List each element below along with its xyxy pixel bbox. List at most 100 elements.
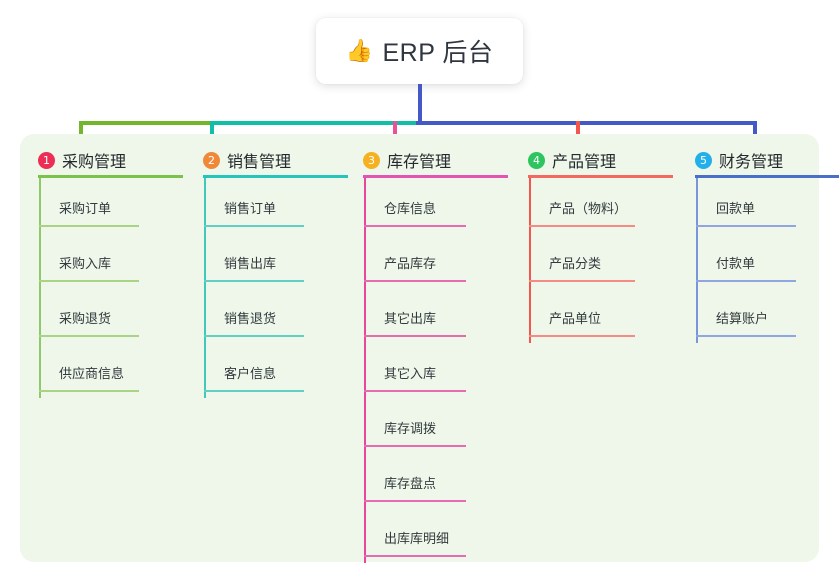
branch-item-label: 采购订单 xyxy=(59,201,112,216)
branch-index-badge: 2 xyxy=(203,151,220,169)
branch-item[interactable]: 产品分类 xyxy=(528,229,688,284)
branch-bar-blue xyxy=(416,121,757,125)
branch-header[interactable]: 1 采购管理 xyxy=(38,134,198,178)
branch-item-label: 产品（物料） xyxy=(549,201,628,216)
branch-title: 库存管理 xyxy=(387,154,452,171)
branch-item-underline xyxy=(696,225,796,227)
root-node-title: 👍 ERP 后台 xyxy=(346,33,494,69)
branch-item[interactable]: 仓库信息 xyxy=(363,174,523,229)
branch-item-underline xyxy=(529,280,635,282)
branch-item-underline xyxy=(39,280,139,282)
branch-underline xyxy=(363,175,508,178)
branch-item-label: 产品分类 xyxy=(549,256,602,271)
branch-item[interactable]: 采购入库 xyxy=(38,229,198,284)
branch-index-badge: 5 xyxy=(695,151,712,169)
branch-item[interactable]: 产品单位 xyxy=(528,284,688,339)
branch-item-underline xyxy=(364,445,466,447)
branch-item[interactable]: 产品库存 xyxy=(363,229,523,284)
branch-column: 5 财务管理回款单付款单结算账户 xyxy=(695,134,839,343)
branch-item-list: 回款单付款单结算账户 xyxy=(695,174,839,339)
branch-item-underline xyxy=(696,280,796,282)
branch-title: 财务管理 xyxy=(719,154,784,171)
branch-item-list: 销售订单销售出库销售退货客户信息 xyxy=(203,174,363,394)
branch-index-badge: 3 xyxy=(363,151,380,169)
branch-item-underline xyxy=(364,280,466,282)
root-node[interactable]: 👍 ERP 后台 xyxy=(316,18,523,84)
branch-bar-teal xyxy=(210,121,420,125)
branch-item-label: 销售订单 xyxy=(224,201,277,216)
branch-spine xyxy=(204,178,206,398)
branch-item-label: 产品单位 xyxy=(549,311,602,326)
branch-item[interactable]: 其它出库 xyxy=(363,284,523,339)
mindmap-panel: 1 采购管理采购订单采购入库采购退货供应商信息 2 销售管理销售订单销售出库销售退货客… xyxy=(20,134,839,563)
branch-item-list: 仓库信息产品库存其它出库其它入库库存调拨库存盘点出库库明细 xyxy=(363,174,523,559)
branch-index-badge: 4 xyxy=(528,151,545,169)
branch-title: 销售管理 xyxy=(227,154,292,171)
branch-header[interactable]: 2 销售管理 xyxy=(203,134,363,178)
branch-item-underline xyxy=(364,335,466,337)
branch-item-label: 回款单 xyxy=(716,201,756,216)
branch-item-label: 采购入库 xyxy=(59,256,112,271)
branch-underline xyxy=(528,175,673,178)
branch-item-underline xyxy=(204,390,304,392)
branch-column: 3 库存管理仓库信息产品库存其它出库其它入库库存调拨库存盘点出库库明细 xyxy=(363,134,523,563)
branch-item[interactable]: 产品（物料） xyxy=(528,174,688,229)
branch-header[interactable]: 5 财务管理 xyxy=(695,134,839,178)
branch-item[interactable]: 供应商信息 xyxy=(38,339,198,394)
thumbs-up-icon: 👍 xyxy=(345,38,374,63)
branch-item-label: 库存调拨 xyxy=(384,421,437,436)
branch-item-label: 其它入库 xyxy=(384,366,437,381)
branch-spine xyxy=(529,178,531,343)
branch-item-label: 结算账户 xyxy=(716,311,769,326)
branch-item-underline xyxy=(39,335,139,337)
branch-item-list: 采购订单采购入库采购退货供应商信息 xyxy=(38,174,198,394)
branch-item-label: 客户信息 xyxy=(224,366,277,381)
branch-item[interactable]: 客户信息 xyxy=(203,339,363,394)
branch-index-badge: 1 xyxy=(38,151,55,169)
branch-item[interactable]: 采购退货 xyxy=(38,284,198,339)
branch-item-underline xyxy=(204,225,304,227)
branch-item[interactable]: 其它入库 xyxy=(363,339,523,394)
branch-item-underline xyxy=(364,225,466,227)
branch-bar-green xyxy=(79,121,214,125)
branch-item-label: 出库库明细 xyxy=(384,531,450,546)
branch-item-underline xyxy=(204,335,304,337)
branch-item[interactable]: 付款单 xyxy=(695,229,839,284)
root-node-label: ERP 后台 xyxy=(382,39,494,67)
branch-item-underline xyxy=(39,390,139,392)
branch-item-underline xyxy=(364,555,466,557)
branch-item-label: 产品库存 xyxy=(384,256,437,271)
branch-item-list: 产品（物料） 产品分类产品单位 xyxy=(528,174,688,339)
branch-item[interactable]: 出库库明细 xyxy=(363,504,523,559)
branch-column: 1 采购管理采购订单采购入库采购退货供应商信息 xyxy=(38,134,198,398)
branch-item-label: 库存盘点 xyxy=(384,476,437,491)
branch-item[interactable]: 库存调拨 xyxy=(363,394,523,449)
branch-item[interactable]: 库存盘点 xyxy=(363,449,523,504)
branch-item[interactable]: 回款单 xyxy=(695,174,839,229)
branch-item-underline xyxy=(529,335,635,337)
branch-item[interactable]: 销售出库 xyxy=(203,229,363,284)
branch-item-label: 销售退货 xyxy=(224,311,277,326)
root-stem-connector xyxy=(418,84,422,123)
branch-title: 采购管理 xyxy=(62,154,127,171)
branch-item-underline xyxy=(696,335,796,337)
branch-item-underline xyxy=(204,280,304,282)
branch-spine xyxy=(39,178,41,398)
branch-item[interactable]: 结算账户 xyxy=(695,284,839,339)
branch-item[interactable]: 销售订单 xyxy=(203,174,363,229)
branch-item[interactable]: 销售退货 xyxy=(203,284,363,339)
branch-spine xyxy=(364,178,366,563)
branch-item-label: 其它出库 xyxy=(384,311,437,326)
branch-item-underline xyxy=(364,390,466,392)
branch-header[interactable]: 3 库存管理 xyxy=(363,134,523,178)
branch-item-label: 付款单 xyxy=(716,256,756,271)
branch-item-underline xyxy=(364,500,466,502)
branch-item-underline xyxy=(529,225,635,227)
branch-item[interactable]: 采购订单 xyxy=(38,174,198,229)
branch-column: 2 销售管理销售订单销售出库销售退货客户信息 xyxy=(203,134,363,398)
branch-item-label: 供应商信息 xyxy=(59,366,125,381)
branch-underline xyxy=(695,175,839,178)
branch-item-label: 采购退货 xyxy=(59,311,112,326)
